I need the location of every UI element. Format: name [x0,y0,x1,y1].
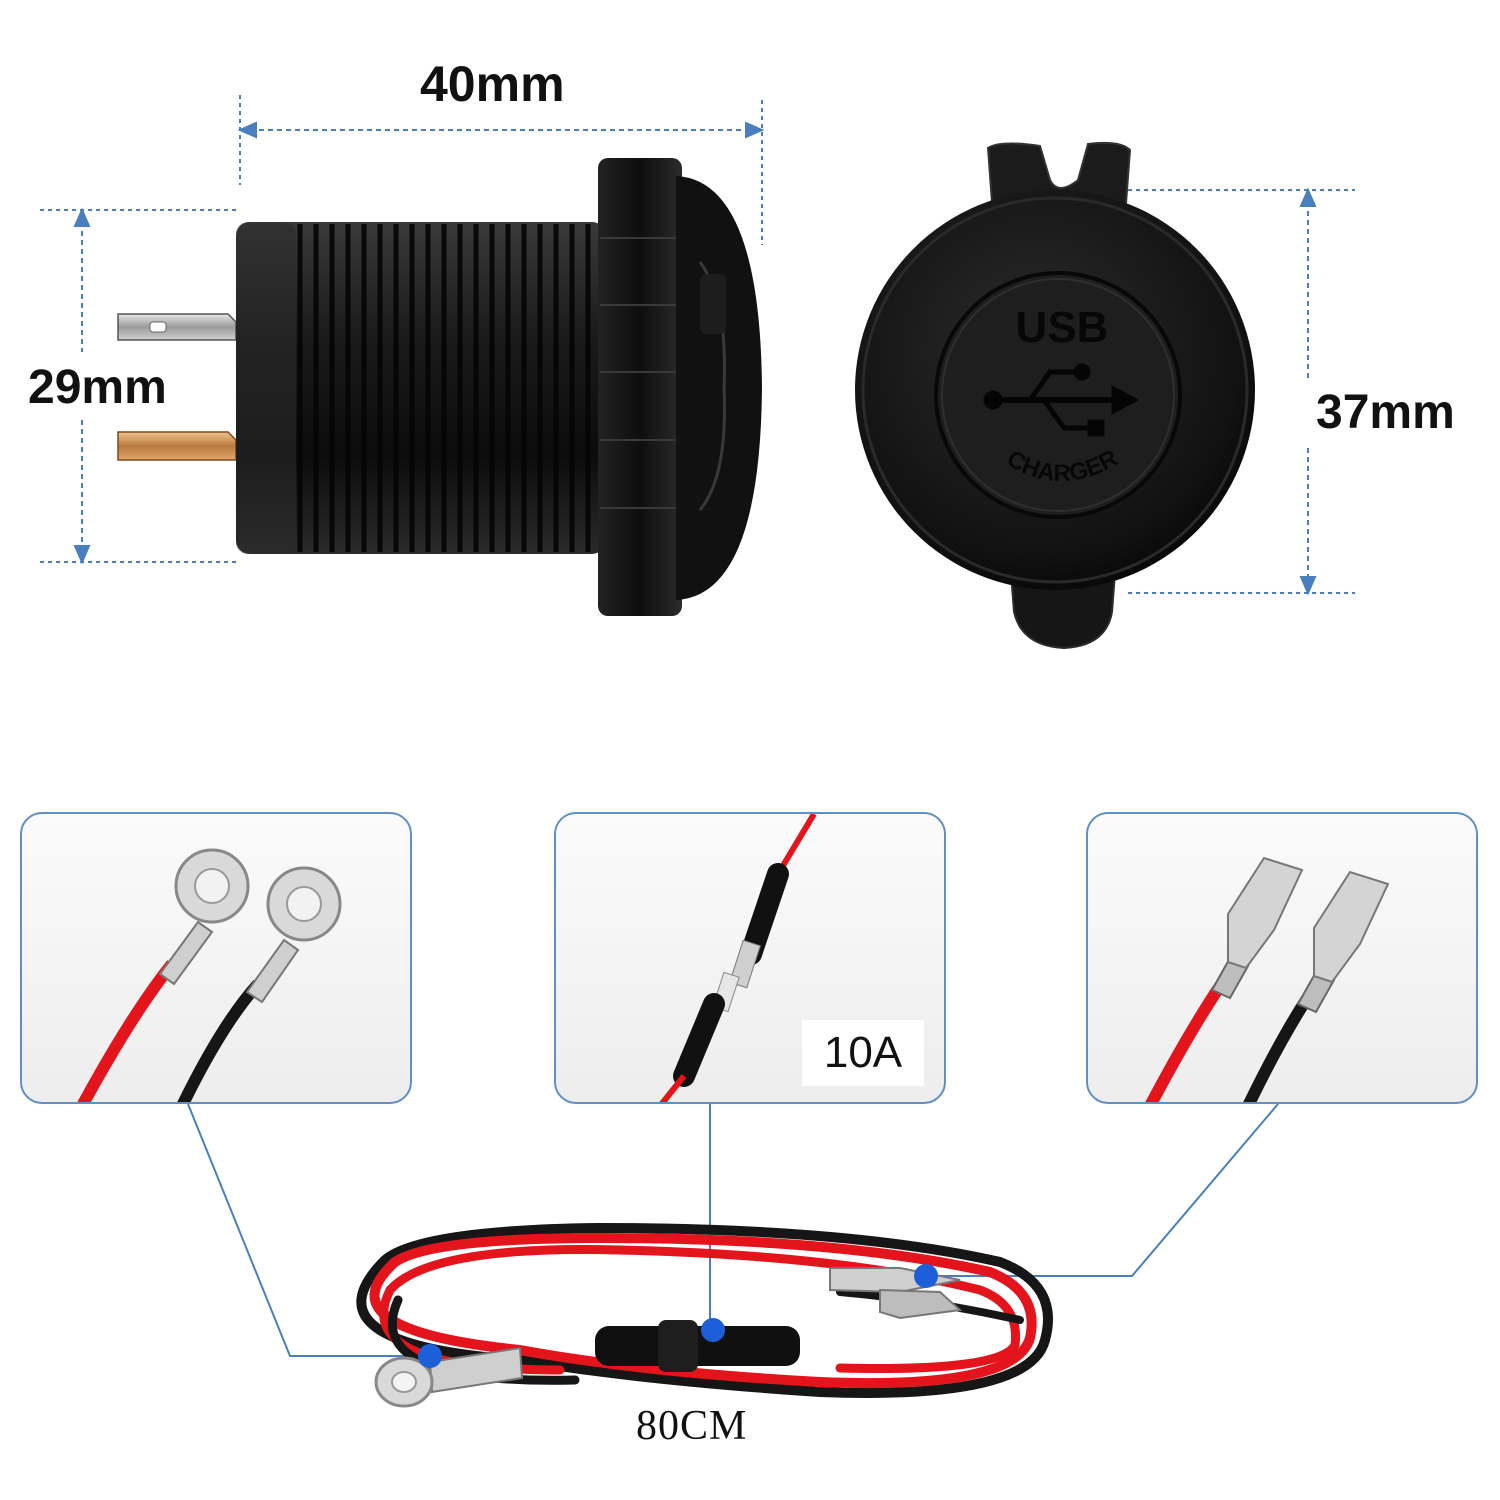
spade-connector-detail-panel [1086,812,1478,1104]
fuse-holder-icon [659,814,817,1102]
callout-dot-fuse [701,1318,725,1342]
cap-height-dimension-line [1128,187,1355,596]
socket-flange-side [676,176,762,600]
usb-trident-icon [983,363,1140,437]
fuse-rating-label: 10A [802,1020,924,1086]
mounting-nut [598,158,682,616]
ring-terminal-detail-panel [20,812,412,1104]
socket-front-view: USB CHARGER [855,141,1255,650]
body-height-dimension-label: 29mm [28,361,167,414]
spade-connector-icon [1145,856,1390,1102]
callout-dot-ring-terminal [418,1344,442,1368]
harness-ring-terminal [374,1346,524,1408]
ring-terminal-icon [77,848,342,1102]
width-dimension-label: 40mm [420,56,565,112]
socket-usb-text: USB [1016,303,1109,352]
socket-drawing: USB CHARGER [40,95,1355,650]
inline-fuse-holder [595,1320,800,1372]
cap-height-dimension-label: 37mm [1316,386,1455,439]
threaded-body [236,222,606,554]
callout-dot-spade [914,1264,938,1288]
body-height-dimension-line [40,207,238,565]
width-dimension-line [237,95,765,245]
wiring-harness-illustration [187,1103,1279,1408]
callout-dots [418,1264,938,1368]
cable-length-label: 80CM [636,1403,748,1449]
